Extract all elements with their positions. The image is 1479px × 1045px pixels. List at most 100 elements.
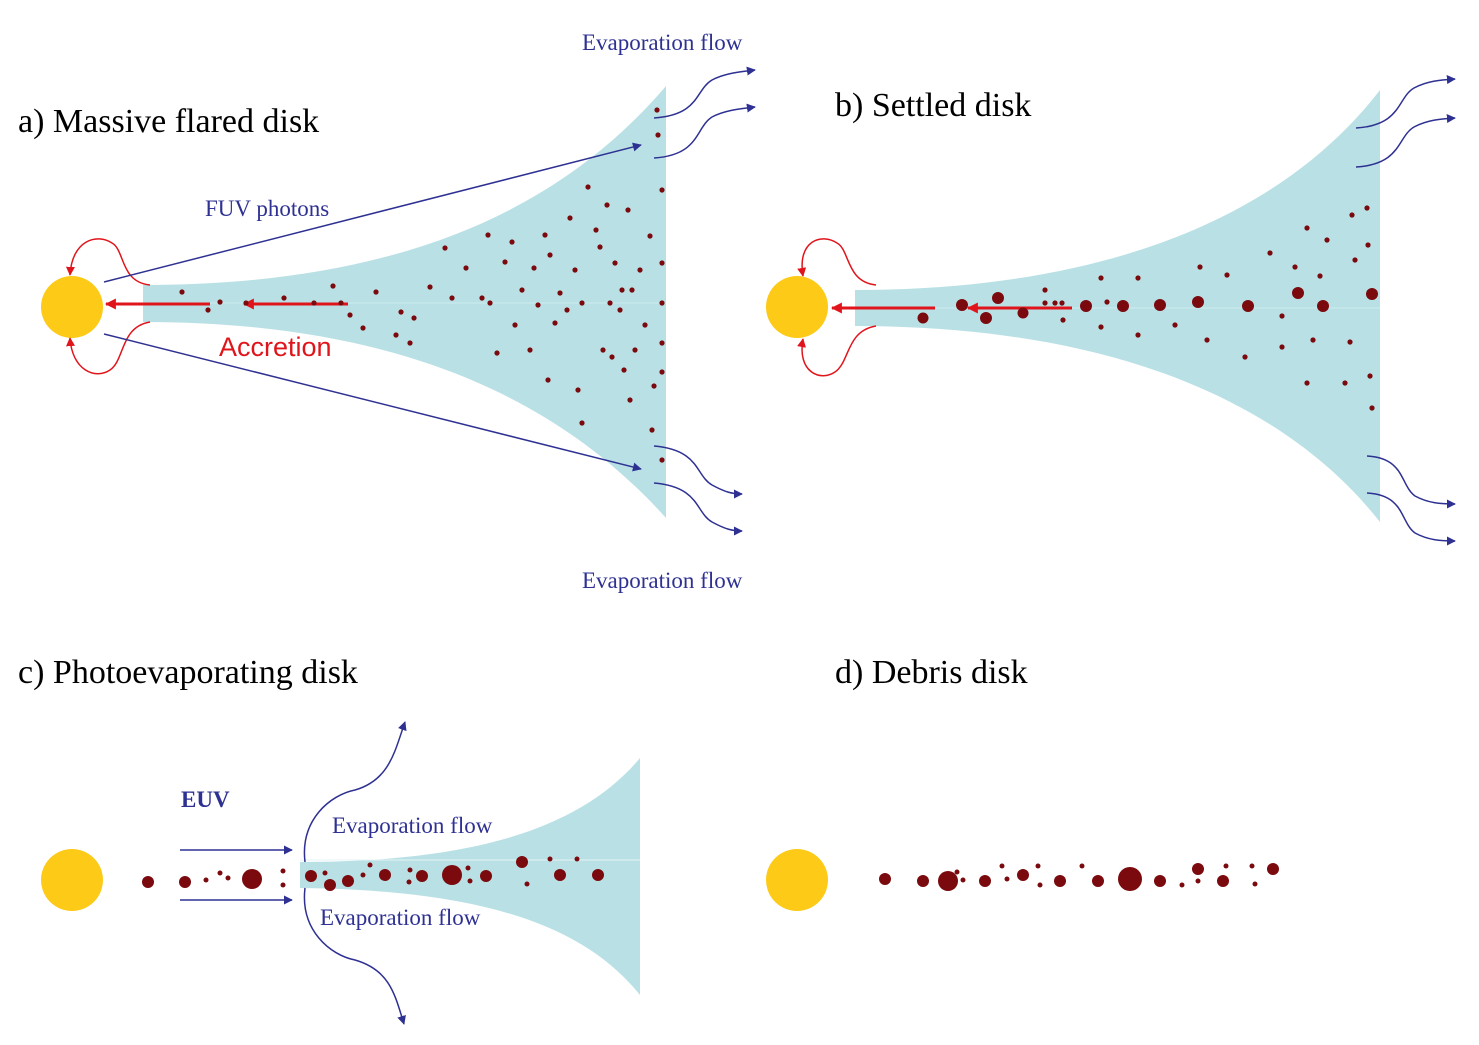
dust-grain	[463, 265, 469, 271]
dust-grain	[1195, 878, 1201, 884]
dust-grain	[449, 295, 455, 301]
fuv-ray-top	[103, 142, 642, 283]
dust-grain	[999, 863, 1005, 869]
dust-grain	[1267, 863, 1279, 875]
dust-grain	[242, 869, 262, 889]
dust-grain	[554, 869, 566, 881]
dust-grain	[338, 300, 344, 306]
dust-grain	[980, 312, 992, 324]
dust-grain	[547, 856, 553, 862]
dust-grain	[203, 877, 209, 883]
dust-grain	[592, 869, 604, 881]
evap-flow-arrow	[1355, 75, 1456, 129]
dust-grain	[600, 347, 606, 353]
dust-grain	[651, 383, 657, 389]
dust-grain	[480, 870, 492, 882]
magnetic-loop-top	[797, 238, 877, 286]
dust-grain	[179, 289, 185, 295]
dust-grain	[992, 292, 1004, 304]
dust-grain	[1367, 373, 1373, 379]
dust-grain	[512, 322, 518, 328]
dust-grain	[1059, 300, 1065, 306]
evap-flow-arrow	[653, 66, 756, 119]
dust-grain	[1292, 264, 1298, 270]
dust-grain	[1135, 332, 1141, 338]
dust-grain	[574, 856, 580, 862]
dust-grain	[1060, 317, 1066, 323]
dust-grain	[659, 340, 665, 346]
dust-grain	[1118, 867, 1142, 891]
dust-grain	[243, 300, 249, 306]
dust-grain	[535, 302, 541, 308]
dust-grain	[1304, 380, 1310, 386]
dust-grain	[956, 299, 968, 311]
dust-grain	[1242, 300, 1254, 312]
dust-grain	[621, 367, 627, 373]
panel-c-title: c) Photoevaporating disk	[18, 654, 358, 691]
dust-grain	[1369, 405, 1375, 411]
dust-grain	[659, 457, 665, 463]
dust-grain	[1279, 344, 1285, 350]
dust-grain	[1117, 300, 1129, 312]
dust-grain	[347, 312, 353, 318]
dust-grain	[879, 873, 891, 885]
dust-grain	[485, 232, 491, 238]
dust-grain	[1242, 354, 1248, 360]
dust-grain	[1304, 225, 1310, 231]
dust-grain	[654, 107, 660, 113]
evaporation-flow-label-bottom: Evaporation flow	[582, 568, 743, 593]
dust-grain	[342, 875, 354, 887]
dust-grain	[311, 300, 317, 306]
dust-grain	[1347, 339, 1353, 345]
dust-grain	[1037, 882, 1043, 888]
photoevaporating-disk	[300, 758, 640, 995]
dust-grain	[567, 215, 573, 221]
dust-grain	[330, 283, 336, 289]
dust-grain	[579, 420, 585, 426]
dust-grain	[938, 871, 958, 891]
dust-grain	[524, 881, 530, 887]
dust-grain	[917, 875, 929, 887]
dust-grain	[487, 300, 493, 306]
dust-grain	[494, 350, 500, 356]
dust-grain	[1267, 250, 1273, 256]
accretion-label: Accretion	[219, 332, 332, 362]
dust-grains	[179, 107, 665, 463]
dust-grain	[1192, 296, 1204, 308]
dust-grain	[442, 245, 448, 251]
dust-grain	[1052, 300, 1058, 306]
dust-grain	[572, 267, 578, 273]
dust-grain	[659, 369, 665, 375]
dust-grain	[1042, 287, 1048, 293]
dust-grain	[619, 287, 625, 293]
dust-grain	[225, 875, 231, 881]
magnetic-loop-top	[65, 238, 151, 286]
dust-grain	[205, 307, 211, 313]
star	[766, 849, 828, 911]
dust-grain	[479, 295, 485, 301]
dust-grain	[1252, 881, 1258, 887]
dust-grain	[1004, 876, 1010, 882]
dust-grain	[411, 315, 417, 321]
dust-grain	[1366, 288, 1378, 300]
dust-grain	[1342, 380, 1348, 386]
dust-grain	[1054, 875, 1066, 887]
star	[41, 849, 103, 911]
dust-grain	[557, 290, 563, 296]
dust-grain	[281, 295, 287, 301]
star	[766, 276, 828, 338]
dust-grain	[1017, 869, 1029, 881]
dust-grain	[324, 879, 336, 891]
evap-flow-arrow	[303, 721, 407, 863]
dust-grain	[1317, 273, 1323, 279]
evap-flow-arrow	[1366, 492, 1456, 546]
dust-grain	[407, 867, 413, 873]
flared-disk	[143, 86, 666, 518]
fuv-photons-label: FUV photons	[205, 196, 329, 221]
dust-grain	[1017, 307, 1029, 319]
evaporation-flow-label-top: Evaporation flow	[582, 30, 743, 55]
dust-grain	[519, 287, 525, 293]
dust-grain	[407, 340, 413, 346]
magnetic-loop-bottom	[797, 325, 877, 377]
dust-grain	[1224, 272, 1230, 278]
